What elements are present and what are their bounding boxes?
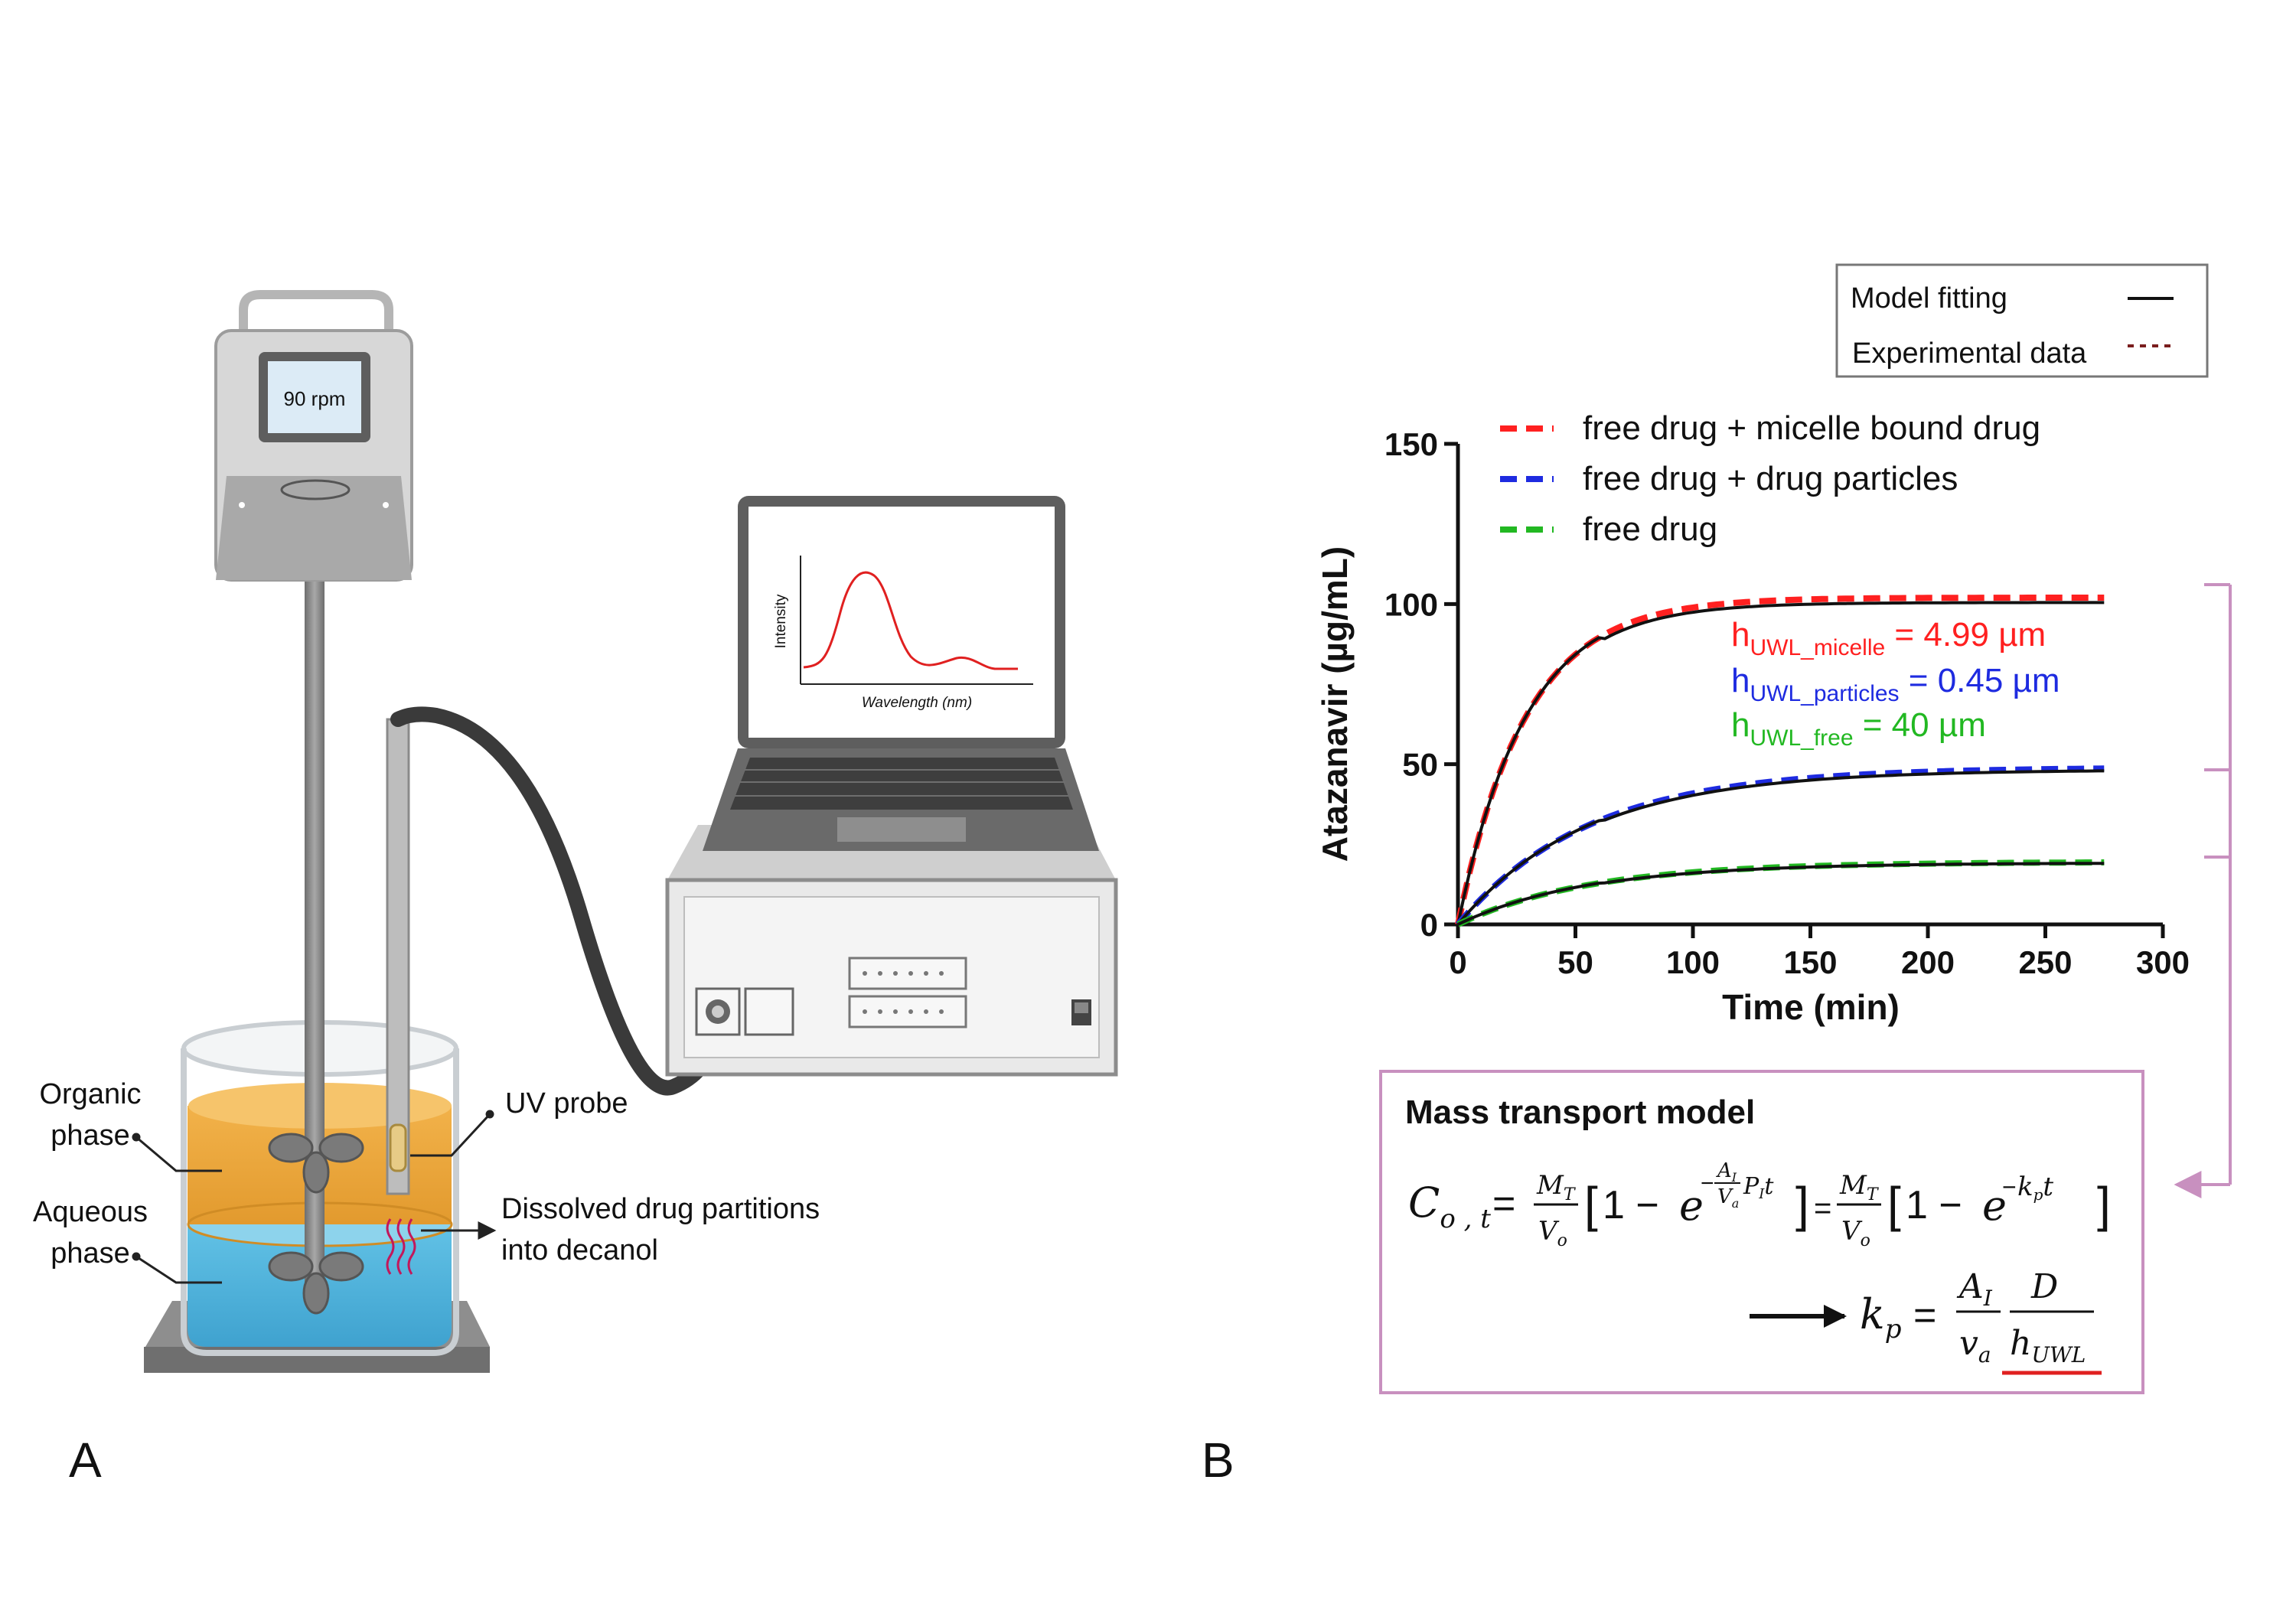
y-tick-label: 100 — [1384, 586, 1438, 622]
series-line-1 — [1455, 595, 2105, 925]
rpm-readout: 90 rpm — [284, 387, 346, 410]
model-box: Mass transport model Co , t = MT Vo [ 1 … — [1379, 1070, 2144, 1394]
svg-text:1 −: 1 − — [1906, 1183, 1962, 1227]
leader-lines — [132, 1110, 497, 1284]
key-box: Model fitting Experimental data — [1835, 263, 2209, 378]
key-model-fitting: Model fitting — [1851, 282, 2007, 315]
laptop-screen — [748, 507, 1055, 738]
svg-text:]: ] — [2097, 1177, 2111, 1232]
svg-text:−: − — [2002, 1173, 2017, 1201]
legend-label: free drug + micelle bound drug — [1583, 409, 2040, 447]
panel-b: Model fitting Experimental data 0 50 100 15… — [1202, 263, 2232, 1488]
y-tick-label: 150 — [1384, 426, 1438, 462]
x-axis-label: Time (min) — [1722, 987, 1900, 1027]
x-tick-label: 250 — [2018, 944, 2072, 980]
panel-a-labels: Organic phase Aqueous phase UV probe Dis… — [33, 1078, 820, 1270]
h-annotations: hUWL_micelle = 4.99 µm hUWL_particles = … — [1731, 616, 2060, 751]
model-title: Mass transport model — [1405, 1094, 1755, 1131]
series-line-3 — [1456, 859, 2105, 927]
x-ticks: 0 50 100 150 200 250 300 — [1449, 924, 2190, 980]
key-experimental-data: Experimental data — [1852, 337, 2087, 370]
fiber-cable — [390, 706, 727, 1096]
partition-label-1: Dissolved drug partitions — [501, 1193, 820, 1225]
uv-probe-label: UV probe — [505, 1087, 628, 1120]
legend-label: free drug — [1583, 510, 1717, 548]
svg-text:]: ] — [1795, 1177, 1809, 1232]
h-free-annotation: hUWL_free = 40 µm — [1731, 706, 1986, 751]
svg-text:e: e — [1982, 1182, 2007, 1230]
x-tick-label: 200 — [1901, 944, 1955, 980]
uv-probe — [386, 706, 727, 1195]
aqueous-label-2: phase — [51, 1237, 130, 1270]
aqueous-label-1: Aqueous — [33, 1196, 148, 1228]
svg-text:MT: MT — [1536, 1170, 1577, 1204]
model-fit-line-2 — [1456, 769, 2105, 926]
legend-label: free drug + drug particles — [1583, 460, 1958, 497]
x-tick-label: 50 — [1557, 944, 1593, 980]
svg-text:1 −: 1 − — [1603, 1183, 1659, 1227]
organic-label-1: Organic — [39, 1078, 141, 1110]
pink-bracket — [2174, 583, 2232, 1198]
panel-b-letter: B — [1202, 1433, 1234, 1488]
y-axis-label: Atazanavir (µg/mL) — [1315, 546, 1355, 862]
y-ticks: 0 50 100 150 — [1384, 426, 1458, 943]
h-particles-annotation: hUWL_particles = 0.45 µm — [1731, 662, 2060, 706]
model-fit-line-3 — [1457, 862, 2105, 926]
trackpad — [837, 817, 966, 842]
model-fit-line-1 — [1456, 601, 2105, 925]
series-line-2 — [1455, 765, 2105, 927]
x-tick-label: 0 — [1449, 944, 1466, 980]
svg-text:[: [ — [1887, 1177, 1901, 1232]
propeller-upper — [268, 1133, 364, 1194]
partition-label-2: into decanol — [501, 1234, 658, 1266]
svg-text:=: = — [1492, 1182, 1515, 1226]
chart: 0 50 100 150 200 250 300 0 50 100 150 free drug +… — [1315, 409, 2190, 1027]
svg-text:Vo: Vo — [1538, 1216, 1567, 1250]
h-micelle-annotation: hUWL_micelle = 4.99 µm — [1731, 616, 2046, 660]
x-tick-label: 100 — [1666, 944, 1720, 980]
y-tick-label: 0 — [1420, 907, 1438, 943]
chart-series — [1455, 595, 2105, 927]
x-tick-label: 150 — [1783, 944, 1837, 980]
svg-text:=: = — [1913, 1293, 1936, 1338]
overhead-stirrer: 90 rpm — [214, 290, 413, 582]
chart-legend: free drug + micelle bound drug free drug … — [1500, 409, 2040, 548]
svg-text:e: e — [1679, 1182, 1704, 1230]
stirrer-display — [268, 361, 361, 433]
y-tick-label: 50 — [1402, 747, 1438, 783]
panel-a: 90 rpm — [33, 290, 1118, 1488]
svg-text:D: D — [2030, 1267, 2058, 1306]
spectrum-chart: Intensity Wavelength (nm) — [773, 556, 1033, 711]
svg-text:=: = — [1814, 1191, 1831, 1225]
spectrum-xlabel: Wavelength (nm) — [862, 695, 972, 711]
spectrum-ylabel: Intensity — [773, 594, 789, 648]
spectrophotometer — [665, 825, 1118, 1077]
organic-label-2: phase — [51, 1120, 130, 1152]
x-tick-label: 300 — [2136, 944, 2190, 980]
spectrum-line — [803, 571, 1018, 670]
svg-text:[: [ — [1584, 1177, 1598, 1232]
svg-text:−: − — [1701, 1171, 1714, 1196]
propeller-lower — [268, 1251, 364, 1315]
rotation-icon — [280, 479, 351, 500]
panel-a-letter: A — [69, 1433, 102, 1488]
laptop: Intensity Wavelength (nm) — [703, 496, 1099, 851]
svg-text:PIt: PIt — [1743, 1173, 1774, 1202]
keyboard — [730, 758, 1073, 810]
partition-wavy-arrows — [386, 1218, 416, 1275]
